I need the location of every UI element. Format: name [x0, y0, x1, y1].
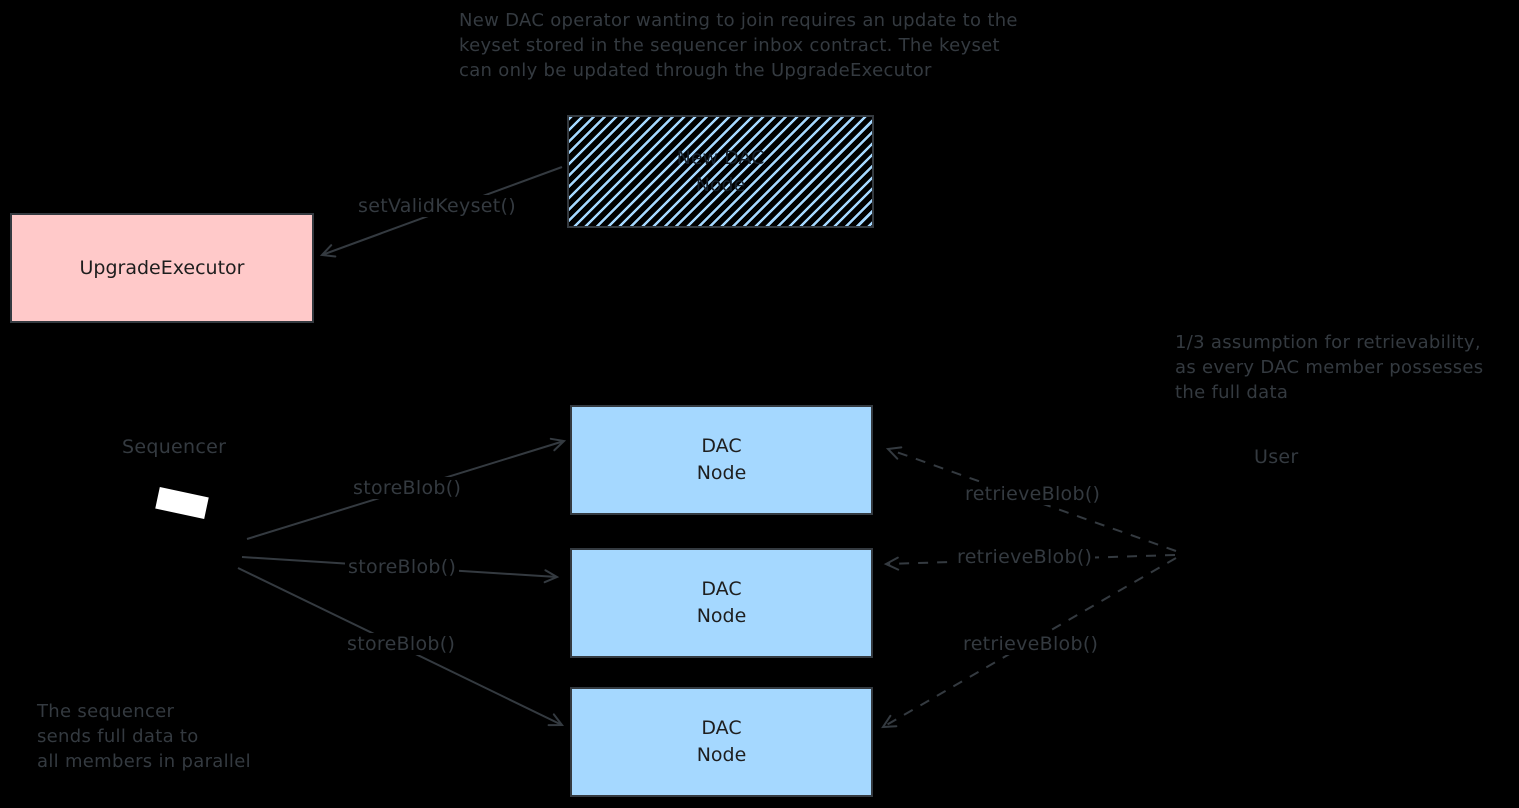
retrieve-blob-label-1: retrieveBlob(): [962, 483, 1104, 505]
retrieve-blob-label-3: retrieveBlob(): [960, 633, 1102, 655]
new-dac-node-box[interactable]: New DAC Node: [567, 115, 874, 228]
dac-node-box-3[interactable]: DAC Node: [570, 687, 873, 797]
sequencer-label: Sequencer: [122, 436, 227, 458]
top-note: New DAC operator wanting to join require…: [459, 10, 1018, 81]
dac-node-box-2[interactable]: DAC Node: [570, 548, 873, 658]
retrieve-blob-label-2: retrieveBlob(): [954, 546, 1096, 568]
set-valid-keyset-label: setValidKeyset(): [355, 195, 519, 217]
store-blob-label-2: storeBlob(): [345, 556, 460, 578]
dac-node-box-1[interactable]: DAC Node: [570, 405, 873, 515]
upgrade-executor-box[interactable]: UpgradeExecutor: [10, 213, 314, 323]
store-blob-label-1: storeBlob(): [350, 477, 465, 499]
sequencer-note: The sequencer sends full data to all mem…: [37, 701, 251, 772]
store-blob-label-3: storeBlob(): [344, 633, 459, 655]
user-label: User: [1254, 446, 1299, 468]
sequencer-icon: [155, 487, 209, 519]
retrievability-note: 1/3 assumption for retrievability, as ev…: [1175, 332, 1484, 403]
